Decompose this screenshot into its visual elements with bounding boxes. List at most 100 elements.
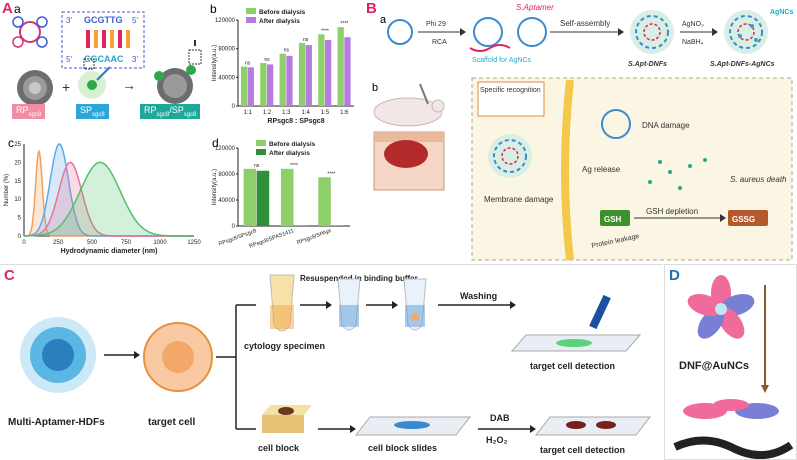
seq-top-text: GCGTTG (84, 15, 123, 25)
rp-probe-icon (12, 16, 48, 48)
bar (247, 67, 254, 106)
series-area (24, 151, 194, 236)
panel-a-sub-c: c (8, 136, 14, 150)
h2o2-text: H₂O₂ (486, 435, 508, 445)
rpsp-flower-icon (154, 40, 202, 104)
x-tick-label: 250 (53, 240, 64, 246)
bar (318, 177, 331, 226)
bar (260, 63, 267, 106)
template-circle (387, 19, 413, 45)
panel-b-sub-a: a (380, 14, 387, 26)
cell-block-text: cell block (258, 443, 300, 453)
panel-a: A a b c d 3' GCGTTG 5' 5' CGCAAC 3' (0, 0, 360, 262)
x-tick-label: 500 (87, 240, 98, 246)
significance-label: **** (327, 171, 335, 177)
sample-tube-icon (403, 278, 427, 331)
bar (344, 37, 351, 107)
self-assembly-text: Self-assembly (560, 19, 610, 28)
panel-d-letter: D (669, 267, 680, 284)
x-tick-label: 1:4 (301, 110, 310, 116)
agncs-text: AgNCs (770, 9, 793, 16)
pipette-icon (589, 294, 611, 330)
y-tick-label: 40000 (218, 75, 235, 81)
panel-c-letter: C (4, 267, 15, 284)
detection2-text: target cell detection (540, 445, 625, 455)
y-tick-label: 40000 (218, 198, 235, 204)
cell-block-icon (262, 405, 312, 433)
chart-b-intensity-ratio: 04000080000120000Intensity(a.u.)ns1:1ns1… (212, 8, 354, 125)
bar (280, 168, 294, 226)
y-tick-label: 80000 (218, 172, 235, 178)
multi-aptamer-text: Multi-Aptamer-HDFs (8, 417, 105, 428)
panel-b-letter: B (366, 0, 377, 17)
bar (337, 27, 344, 107)
dnf-bound-icon (683, 399, 779, 419)
slides-text: cell block slides (368, 443, 437, 453)
x-tick-label: 1:5 (321, 110, 330, 116)
gsh-depletion-text: GSH depletion (646, 207, 698, 216)
significance-label: ns (284, 48, 290, 54)
saptamer-text: S.Aptamer (516, 3, 554, 12)
mouse-icon (373, 83, 445, 127)
detection1-text: target cell detection (530, 361, 615, 371)
resuspended-text: Resuspended in binding buffer (300, 274, 418, 283)
dna-plasmid-icon (601, 109, 631, 139)
nabh4-text: NaBH₄ (682, 39, 704, 46)
significance-label: **** (321, 28, 329, 34)
y-tick-label: 0 (232, 104, 236, 110)
hdf-nanoflower-icon (20, 317, 96, 393)
legend-swatch (256, 149, 266, 155)
assembly-schematic: 3' GCGTTG 5' 5' CGCAAC 3' + → (12, 11, 202, 106)
panel-a-sub-d: d (212, 136, 219, 150)
membrane-strip (673, 436, 794, 459)
svg-text:3': 3' (132, 55, 138, 64)
significance-label: ns (264, 57, 270, 63)
y-tick-label: 20 (14, 160, 21, 166)
sp-probe-icon (78, 58, 111, 99)
significance-label: ns (303, 37, 309, 43)
x-tick-label: 1:1 (243, 110, 252, 116)
panel-b: B a b Phi 29 RCA Scaffold for AgNCs S.Ap… (360, 0, 797, 262)
svg-text:5': 5' (66, 55, 72, 64)
buffer-tube-icon (337, 278, 361, 331)
saureus-death-text: S. aureus death (730, 175, 787, 184)
bar (305, 45, 312, 106)
panel-a-letter: A (2, 0, 13, 17)
bar (240, 66, 248, 106)
x-tick-label: 1000 (153, 240, 167, 246)
synthesis-schematic: Phi 29 RCA Scaffold for AgNCs S.Aptamer … (387, 3, 793, 68)
significance-label: **** (290, 163, 298, 169)
chart-d-intensity-probes: 04000080000120000Intensity(a.u.)nsRPsgc8… (212, 140, 350, 250)
rpsp-tag: RPsgc8/SPsgc8 (140, 104, 201, 119)
dnf-agncs-sphere-icon (724, 10, 768, 54)
svg-text:5': 5' (132, 16, 138, 25)
dnf-label-text: DNF@AuNCs (679, 360, 749, 372)
y-tick-label: 120000 (215, 146, 236, 152)
scaffold-text: Scaffold for AgNCs (472, 57, 532, 64)
y-tick-label: 25 (14, 142, 21, 148)
gsh-text: GSH (604, 215, 622, 224)
svg-text:+: + (62, 79, 70, 95)
y-tick-label: 0 (18, 234, 22, 240)
dna-damage-text: DNA damage (642, 121, 690, 130)
dnf-flower-icon (687, 275, 755, 339)
bar (243, 168, 257, 226)
panel-a-sub-b: b (210, 2, 217, 16)
bar (279, 53, 286, 106)
skin-wound-block (373, 131, 445, 191)
rp-flower-icon (17, 70, 53, 106)
panel-b-sub-b: b (372, 82, 379, 94)
x-tick-label: 1250 (187, 240, 201, 246)
y-tick-label: 5 (18, 216, 22, 222)
significance-label: ns (245, 61, 251, 67)
y-axis-label: Intensity(a.u.) (212, 169, 218, 205)
legend-swatch (246, 8, 256, 14)
legend-swatch (256, 140, 266, 146)
y-axis-label: Intensity(a.u.) (212, 45, 218, 81)
x-tick-label: 1:2 (263, 110, 272, 116)
y-tick-label: 15 (14, 179, 21, 185)
y-tick-label: 10 (14, 197, 21, 203)
bar (256, 170, 270, 226)
bar (286, 55, 293, 106)
y-axis-label: Number (%) (4, 174, 10, 206)
